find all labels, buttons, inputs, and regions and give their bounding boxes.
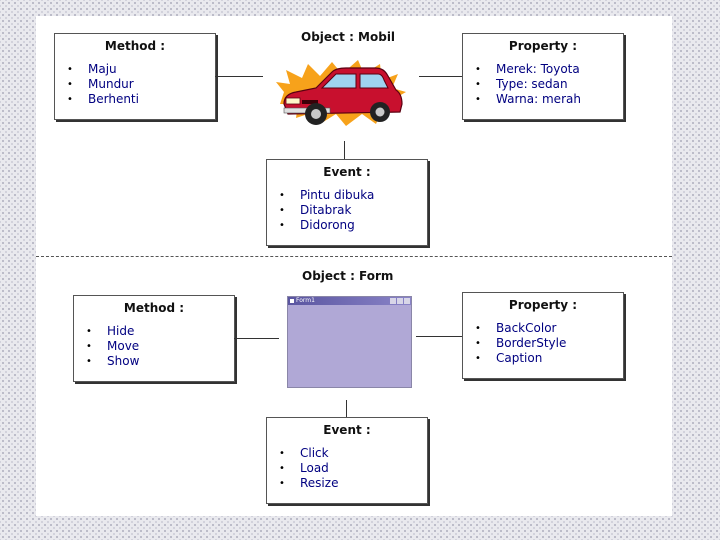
list-item: Didorong [279, 218, 374, 233]
form-system-icon [290, 299, 294, 303]
mobil-event-title: Event : [323, 165, 371, 179]
close-icon [404, 298, 410, 304]
list-item: Merek: Toyota [475, 62, 581, 77]
list-item: Maju [67, 62, 139, 77]
connector-line [419, 76, 462, 77]
form-window-controls [390, 298, 410, 304]
list-item: Caption [475, 351, 566, 366]
form-property-box: Property : BackColor BorderStyle Caption [462, 292, 624, 379]
mobil-event-box: Event : Pintu dibuka Ditabrak Didorong [266, 159, 428, 246]
mobil-method-list: Maju Mundur Berhenti [67, 62, 139, 107]
form-event-list: Click Load Resize [279, 446, 338, 491]
list-item: Resize [279, 476, 338, 491]
list-item: Mundur [67, 77, 139, 92]
form-property-list: BackColor BorderStyle Caption [475, 321, 566, 366]
mobil-property-title: Property : [508, 39, 578, 53]
connector-line [215, 76, 263, 77]
mobil-method-box: Method : Maju Mundur Berhenti [54, 33, 216, 120]
object-form-title: Object : Form [302, 269, 394, 283]
list-item: BorderStyle [475, 336, 566, 351]
mobil-method-title: Method : [104, 39, 166, 53]
section-divider [36, 256, 672, 257]
object-mobil-title: Object : Mobil [301, 30, 396, 44]
minimize-icon [390, 298, 396, 304]
form-event-title: Event : [323, 423, 371, 437]
form-caption: Form1 [296, 297, 315, 304]
maximize-icon [397, 298, 403, 304]
list-item: Type: sedan [475, 77, 581, 92]
form-property-title: Property : [508, 298, 578, 312]
form-method-box: Method : Hide Move Show [73, 295, 235, 382]
slide: Object : Mobil Method : Maju Mundur Berh… [36, 16, 672, 516]
list-item: Ditabrak [279, 203, 374, 218]
form-method-list: Hide Move Show [86, 324, 139, 369]
list-item: Berhenti [67, 92, 139, 107]
list-item: Warna: merah [475, 92, 581, 107]
mobil-property-box: Property : Merek: Toyota Type: sedan War… [462, 33, 624, 120]
list-item: Click [279, 446, 338, 461]
list-item: Pintu dibuka [279, 188, 374, 203]
form-event-box: Event : Click Load Resize [266, 417, 428, 504]
mobil-property-list: Merek: Toyota Type: sedan Warna: merah [475, 62, 581, 107]
connector-line [416, 336, 462, 337]
mobil-event-list: Pintu dibuka Ditabrak Didorong [279, 188, 374, 233]
list-item: Hide [86, 324, 139, 339]
connector-line [234, 338, 279, 339]
connector-line [346, 400, 347, 417]
form-titlebar: Form1 [288, 297, 411, 305]
car-icon [276, 60, 406, 126]
form-window-preview: Form1 [287, 296, 412, 388]
connector-line [344, 141, 345, 159]
list-item: BackColor [475, 321, 566, 336]
list-item: Move [86, 339, 139, 354]
list-item: Load [279, 461, 338, 476]
form-method-title: Method : [123, 301, 185, 315]
list-item: Show [86, 354, 139, 369]
